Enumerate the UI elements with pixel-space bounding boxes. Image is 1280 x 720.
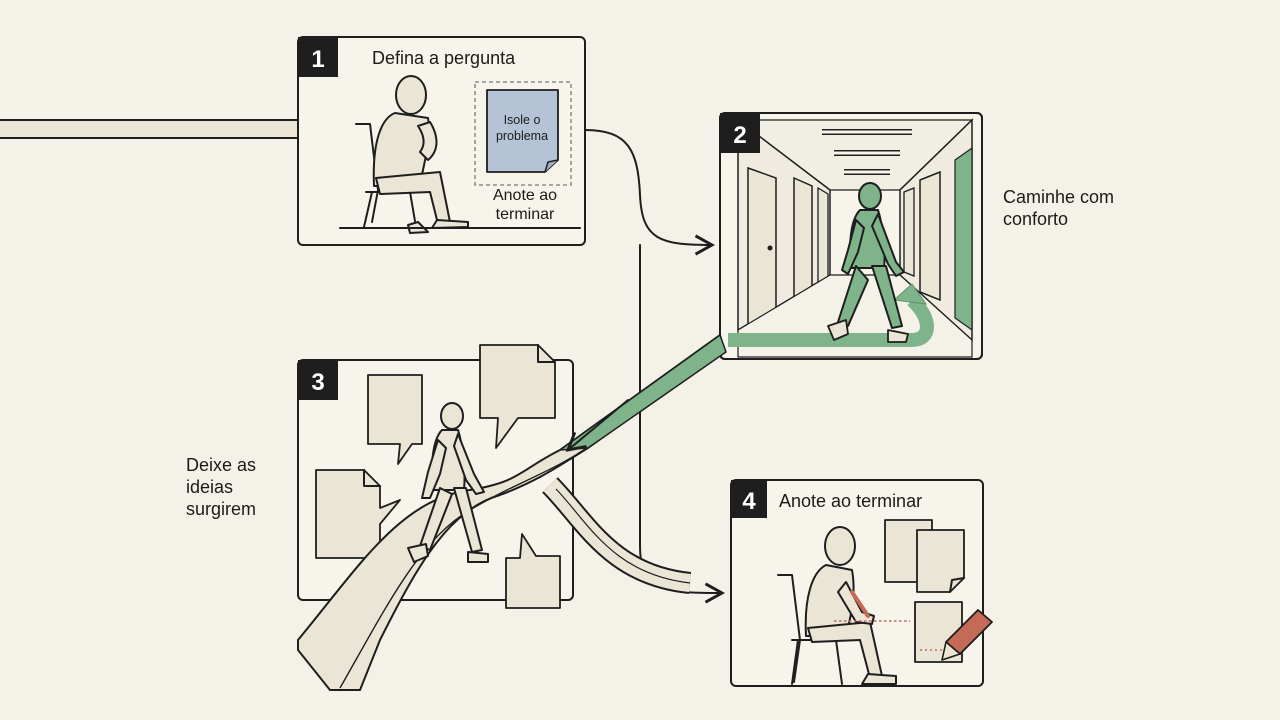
step-1-title: Defina a pergunta: [372, 48, 516, 68]
walking-person-icon: [407, 402, 489, 563]
idea-bubble-icon: [505, 533, 561, 609]
connector-arrow-1-2: [584, 129, 716, 256]
step-2-number: 2: [733, 122, 746, 149]
step-2-label-line-1: Caminhe com: [1003, 187, 1114, 207]
step-3-badge: [298, 360, 338, 400]
winding-path: [297, 333, 727, 691]
step-3-number: 3: [311, 369, 324, 396]
walking-path: [728, 294, 934, 347]
writing-person-icon: [804, 526, 897, 685]
note-frame: [474, 81, 572, 186]
pencil-icon: [941, 609, 993, 661]
walking-person-icon: [827, 182, 909, 343]
step-1-number: 1: [311, 46, 324, 73]
step-1-caption-line-2: terminar: [496, 206, 555, 223]
step-2-label-line-2: conforto: [1003, 209, 1068, 229]
step-2-badge: [720, 113, 760, 153]
note-line-1: Isole o: [504, 113, 541, 127]
sticky-note-icon: [486, 89, 559, 173]
thinking-person-icon: [372, 75, 469, 234]
step-1-panel: 1 Defina a pergunta Isole o problema Ano…: [297, 36, 586, 246]
step-1-caption-line-1: Anote ao: [493, 187, 557, 204]
step-4-title: Anote ao terminar: [779, 491, 922, 511]
step-3-label-line-1: Deixe as: [186, 455, 256, 475]
step-4-panel: 4 Anote ao terminar: [730, 479, 993, 687]
idea-bubble-icon: [315, 469, 401, 559]
step-4-number: 4: [742, 488, 756, 515]
step-3-label-line-3: surgirem: [186, 499, 256, 519]
idea-bubble-icon: [367, 374, 423, 465]
note-line-2: problema: [496, 129, 548, 143]
step-3-label-line-2: ideias: [186, 477, 233, 497]
step-1-badge: [298, 37, 338, 77]
idea-bubble-icon: [479, 344, 556, 449]
connector-line-vertical: [639, 244, 726, 604]
paper-icon: [916, 529, 965, 593]
step-4-badge: [731, 480, 767, 518]
step-2-panel: 2: [719, 112, 983, 360]
